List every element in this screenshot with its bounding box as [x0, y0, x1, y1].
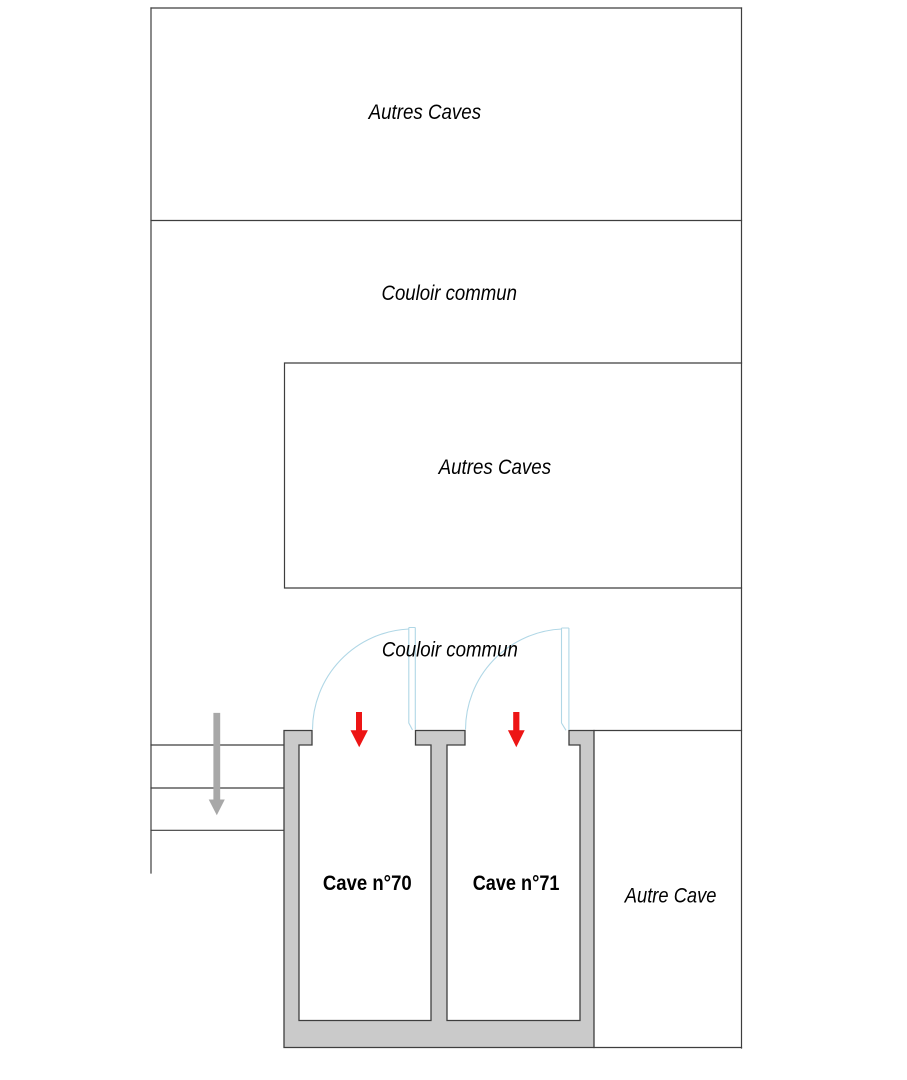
svg-text:Autre Cave: Autre Cave [623, 884, 716, 908]
svg-text:Cave n°71: Cave n°71 [473, 871, 560, 895]
svg-text:Autres Caves: Autres Caves [437, 455, 551, 479]
svg-text:Couloir commun: Couloir commun [382, 637, 518, 661]
svg-text:Cave n°70: Cave n°70 [323, 871, 412, 895]
svg-text:Couloir commun: Couloir commun [382, 281, 518, 305]
svg-text:Autres Caves: Autres Caves [367, 100, 481, 124]
